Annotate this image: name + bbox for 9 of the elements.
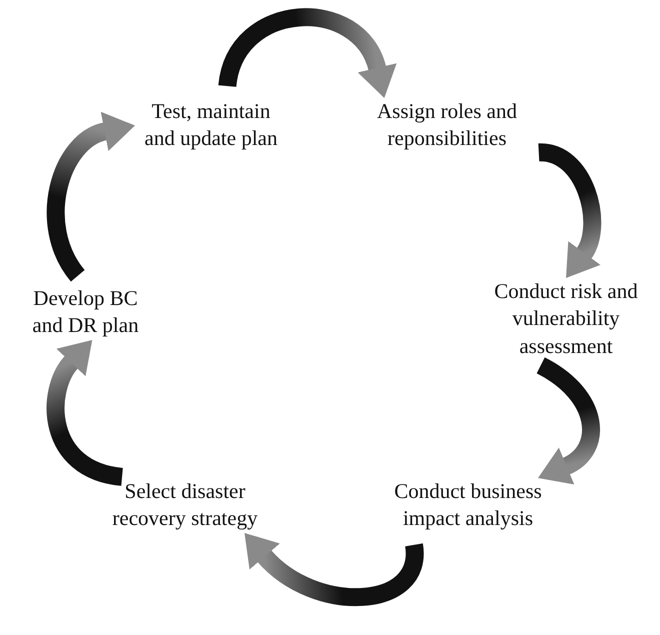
curved-arrow [538,143,602,280]
step-label: Develop BC and DR plan [31,285,140,340]
curved-arrow [242,534,424,606]
step-label: Assign roles and reponsibilities [376,98,518,152]
step-label: Test, maintain and update plan [144,98,278,152]
step-label: Conduct business impact analysis [393,478,543,532]
curved-arrow [46,338,124,486]
step-label: Conduct risk and vulnerability assessment [493,278,639,360]
step-label: Select disaster recovery strategy [111,478,259,532]
